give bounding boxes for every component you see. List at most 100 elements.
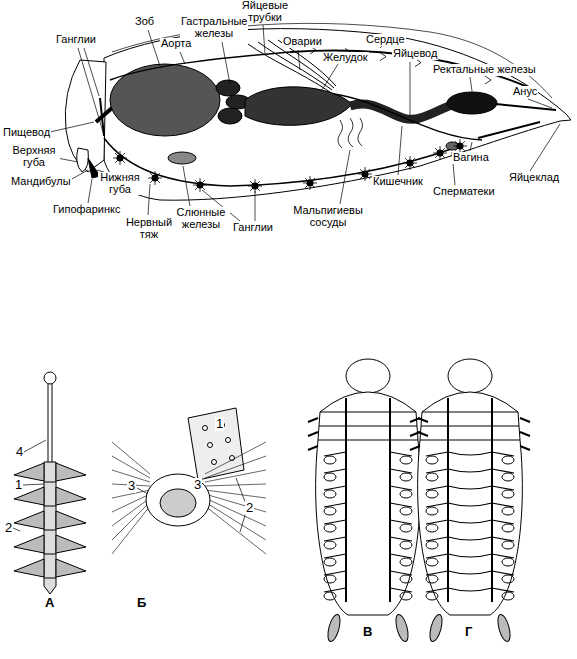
trachea-loop (400, 456, 412, 464)
labrum (77, 148, 89, 172)
muscle-fiber (112, 442, 150, 474)
alary-muscle (56, 511, 86, 529)
cercus (394, 613, 411, 643)
gastric-gland (216, 80, 240, 96)
trachea-loop (502, 456, 514, 464)
callout-number: 2 (245, 501, 254, 515)
ganglion-nerves (248, 179, 262, 193)
trachea-branch (324, 452, 412, 456)
part-label: Ганглии (232, 222, 274, 234)
alary-muscle (56, 535, 86, 553)
trachea-branch (324, 588, 412, 592)
trachea-commissure (448, 469, 492, 472)
oesophagus (96, 108, 112, 122)
body-outline (104, 29, 571, 201)
stomach (245, 87, 352, 125)
ganglion-nerves (453, 139, 467, 153)
aorta-tube (48, 384, 52, 462)
roach-pronotum (422, 392, 518, 412)
part-label: Верхняя губа (8, 145, 60, 168)
cercus (428, 613, 445, 643)
trachea-loop (426, 490, 438, 498)
trachea-loop (400, 524, 412, 532)
alary-muscle (14, 559, 44, 577)
roach-head (346, 359, 390, 393)
trachea-commissure (448, 571, 492, 574)
panel-letter: В (362, 625, 373, 639)
trachea-loop (426, 507, 438, 515)
ostium-line (44, 530, 56, 531)
part-label: Желудок (322, 52, 369, 64)
rectum (447, 92, 497, 114)
trachea-loop (324, 541, 336, 549)
trachea-loop (324, 558, 336, 566)
trachea-loop (324, 592, 336, 600)
alary-muscle (56, 487, 86, 505)
trachea-loop (400, 507, 412, 515)
callout-number: 1 (215, 417, 224, 431)
trachea-loop (400, 575, 412, 583)
part-label: Анус (512, 86, 538, 98)
trachea-loop (324, 456, 336, 464)
trachea-commissure (448, 452, 492, 455)
trachea-loop (324, 473, 336, 481)
roach-abdomen (418, 440, 523, 615)
callout-number: 1 (14, 478, 23, 492)
cercus (496, 613, 513, 643)
callout-number: 3 (127, 479, 136, 493)
trachea-trunk (346, 398, 390, 602)
callout-number: 3 (193, 478, 202, 492)
panel-letter: Б (136, 596, 147, 610)
trachea-branch (426, 469, 514, 473)
trachea-commissure (448, 554, 492, 557)
ganglion-nerves (433, 146, 447, 160)
part-label: Мальпигиевы сосуды (284, 205, 372, 228)
trachea-trunk (448, 398, 492, 602)
muscle-fiber (112, 506, 150, 554)
ganglion-nerves (148, 171, 162, 185)
trachea-loop (400, 558, 412, 566)
panel-letter: Г (464, 625, 473, 639)
trachea-loop (502, 592, 514, 600)
trachea-loop (400, 541, 412, 549)
trachea-branch (426, 554, 514, 558)
trachea-branch (426, 571, 514, 575)
muscle-fiber (205, 442, 266, 474)
trachea-loop (502, 541, 514, 549)
vagina (478, 122, 540, 138)
heart-ostium (380, 53, 386, 61)
trachea-loop (400, 490, 412, 498)
trachea-branch (324, 554, 412, 558)
part-label: Оварии (282, 36, 323, 48)
muscle-fiber (205, 470, 266, 482)
trachea-loop (324, 490, 336, 498)
muscle-fiber (112, 456, 150, 478)
trachea-branch (324, 469, 412, 473)
egg-tubes (248, 40, 336, 92)
part-label: Гастральные железы (180, 16, 248, 39)
vessel-head (44, 372, 56, 384)
muscle-fiber (205, 502, 266, 540)
trachea-loop (426, 592, 438, 600)
trachea-branch (426, 452, 514, 456)
trachea-branch (324, 537, 412, 541)
part-label: Зоб (134, 16, 155, 28)
panel-letter: А (44, 596, 55, 610)
heart-chamber (146, 474, 210, 526)
part-label: Вагина (452, 152, 490, 164)
oviduct (334, 94, 482, 140)
trachea-commissure (448, 503, 492, 506)
trachea-loop (502, 473, 514, 481)
trachea-commissure (448, 486, 492, 489)
trachea-branch (324, 486, 412, 490)
part-label: Нижняя губа (98, 172, 142, 195)
muscle-fiber (112, 498, 150, 526)
trachea-branch (324, 520, 412, 524)
part-label: Яйцевод (392, 48, 438, 60)
ganglion-nerves (113, 151, 127, 165)
ostium-line (44, 554, 56, 555)
alary-muscle (14, 511, 44, 529)
part-label: Кишечник (372, 176, 424, 188)
cercus (326, 613, 343, 643)
